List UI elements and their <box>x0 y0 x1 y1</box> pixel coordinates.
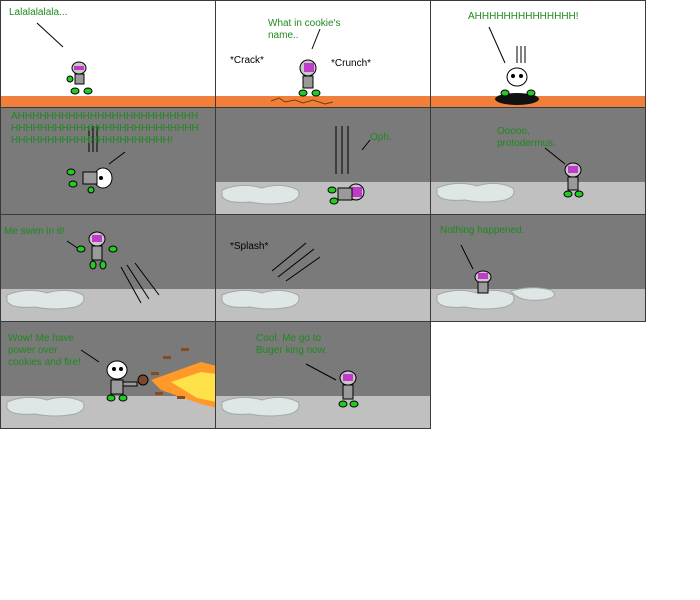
panel-1-art <box>1 1 215 107</box>
character-landed <box>327 183 365 205</box>
character-throwing <box>106 360 138 402</box>
character-walking <box>66 61 93 95</box>
panel-2-sfx-crunch: *Crunch* <box>331 58 372 69</box>
panel-2-speech: What in cookie's name.. <box>268 18 341 41</box>
panel-5-art <box>216 108 430 214</box>
comic-panel-9: Nothing happened. <box>430 214 646 322</box>
character-jumping <box>76 231 118 270</box>
comic-panel-4: AHHHHHHHHHHHHHHHHHHHHHHHHH HHHHHHHHHHHHH… <box>0 107 216 215</box>
character-upside-down <box>66 167 113 194</box>
comic-panel-7: Me swim in it! <box>0 214 216 322</box>
panel-4-speech: AHHHHHHHHHHHHHHHHHHHHHHHHH HHHHHHHHHHHHH… <box>11 111 199 146</box>
character-watching <box>563 162 584 198</box>
panel-9-art <box>431 215 645 321</box>
panel-6-speech: Ooooo, protodermus. <box>497 126 556 149</box>
comic-panel-2: What in cookie's name.. *Crack* *Crunch* <box>215 0 431 108</box>
panel-11-art <box>216 322 430 428</box>
panel-7-art <box>1 215 215 321</box>
panel-8-sfx-splash: *Splash* <box>230 241 269 252</box>
comic-panel-6: Ooooo, protodermus. <box>430 107 646 215</box>
panel-5-speech: Oph. <box>370 132 392 143</box>
character-leaving <box>338 370 359 408</box>
panel-10-art <box>1 322 215 428</box>
panel-4-art <box>1 108 215 214</box>
panel-1-speech: Lalalalalala... <box>9 7 68 18</box>
comic-panel-8: *Splash* <box>215 214 431 322</box>
comic-panel-3: AHHHHHHHHHHHHHH! <box>430 0 646 108</box>
panel-6-art <box>431 108 645 214</box>
panel-2-art <box>216 28 430 107</box>
panel-7-speech: Me swim in it! <box>4 226 65 237</box>
character-standing <box>298 59 321 97</box>
panel-10-speech: Wow! Me have power over cookies and fire… <box>8 333 81 368</box>
character-falling <box>500 67 536 97</box>
comic-panel-11: Cool. Me go to Buger king now. <box>215 321 431 429</box>
panel-9-speech: Nothing happened. <box>440 225 525 236</box>
panel-3-art <box>431 26 645 107</box>
panel-3-speech: AHHHHHHHHHHHHHH! <box>468 11 579 22</box>
comic-panel-10: Wow! Me have power over cookies and fire… <box>0 321 216 429</box>
panel-2-sfx-crack: *Crack* <box>230 55 264 66</box>
comic-panel-1: Lalalalalala... <box>0 0 216 108</box>
character-in-puddle <box>474 270 492 294</box>
panel-11-speech: Cool. Me go to Buger king now. <box>256 333 328 356</box>
panel-8-art <box>216 215 430 321</box>
comic-panel-5: Oph. <box>215 107 431 215</box>
